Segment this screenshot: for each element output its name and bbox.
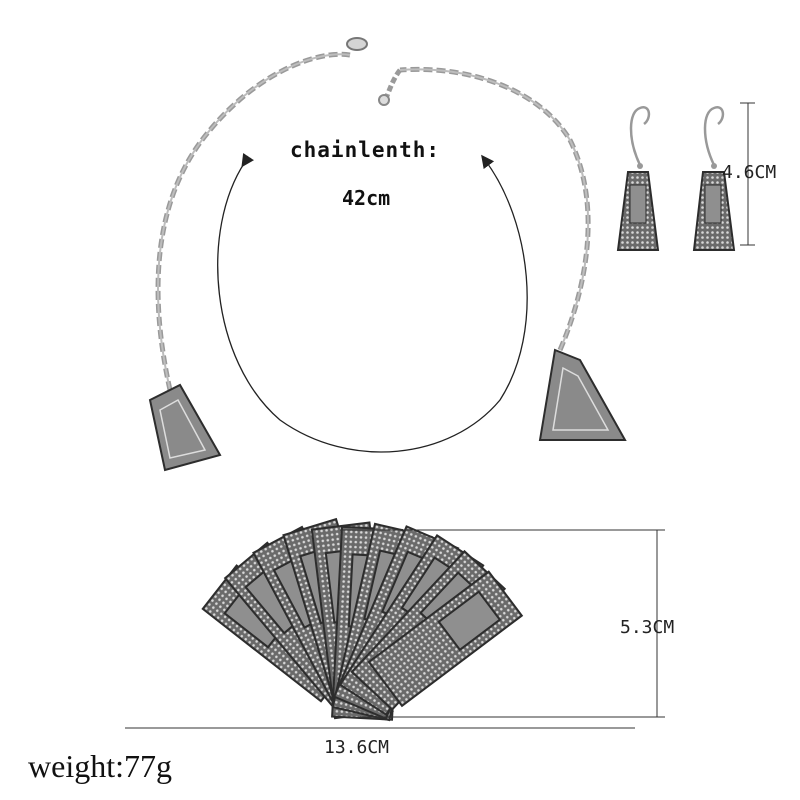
earring-right [692, 106, 736, 251]
pendant-height-label: 5.3CM [620, 617, 675, 638]
earring-height-label: 4.6CM [722, 162, 777, 183]
bib-pendant [148, 348, 627, 722]
chain-links [157, 53, 590, 391]
chain-length-value: 42cm [342, 186, 391, 210]
earring-dimension-lines [740, 102, 755, 246]
weight-label: weight:77g [28, 748, 172, 784]
pendant-height-lines [340, 529, 665, 718]
pendant-width-label: 13.6CM [324, 737, 390, 758]
lobster-clasp [346, 37, 390, 106]
earring-left [616, 106, 660, 251]
chain-length-arc [217, 152, 528, 453]
chain-length-label: chainlenth: [290, 138, 441, 162]
